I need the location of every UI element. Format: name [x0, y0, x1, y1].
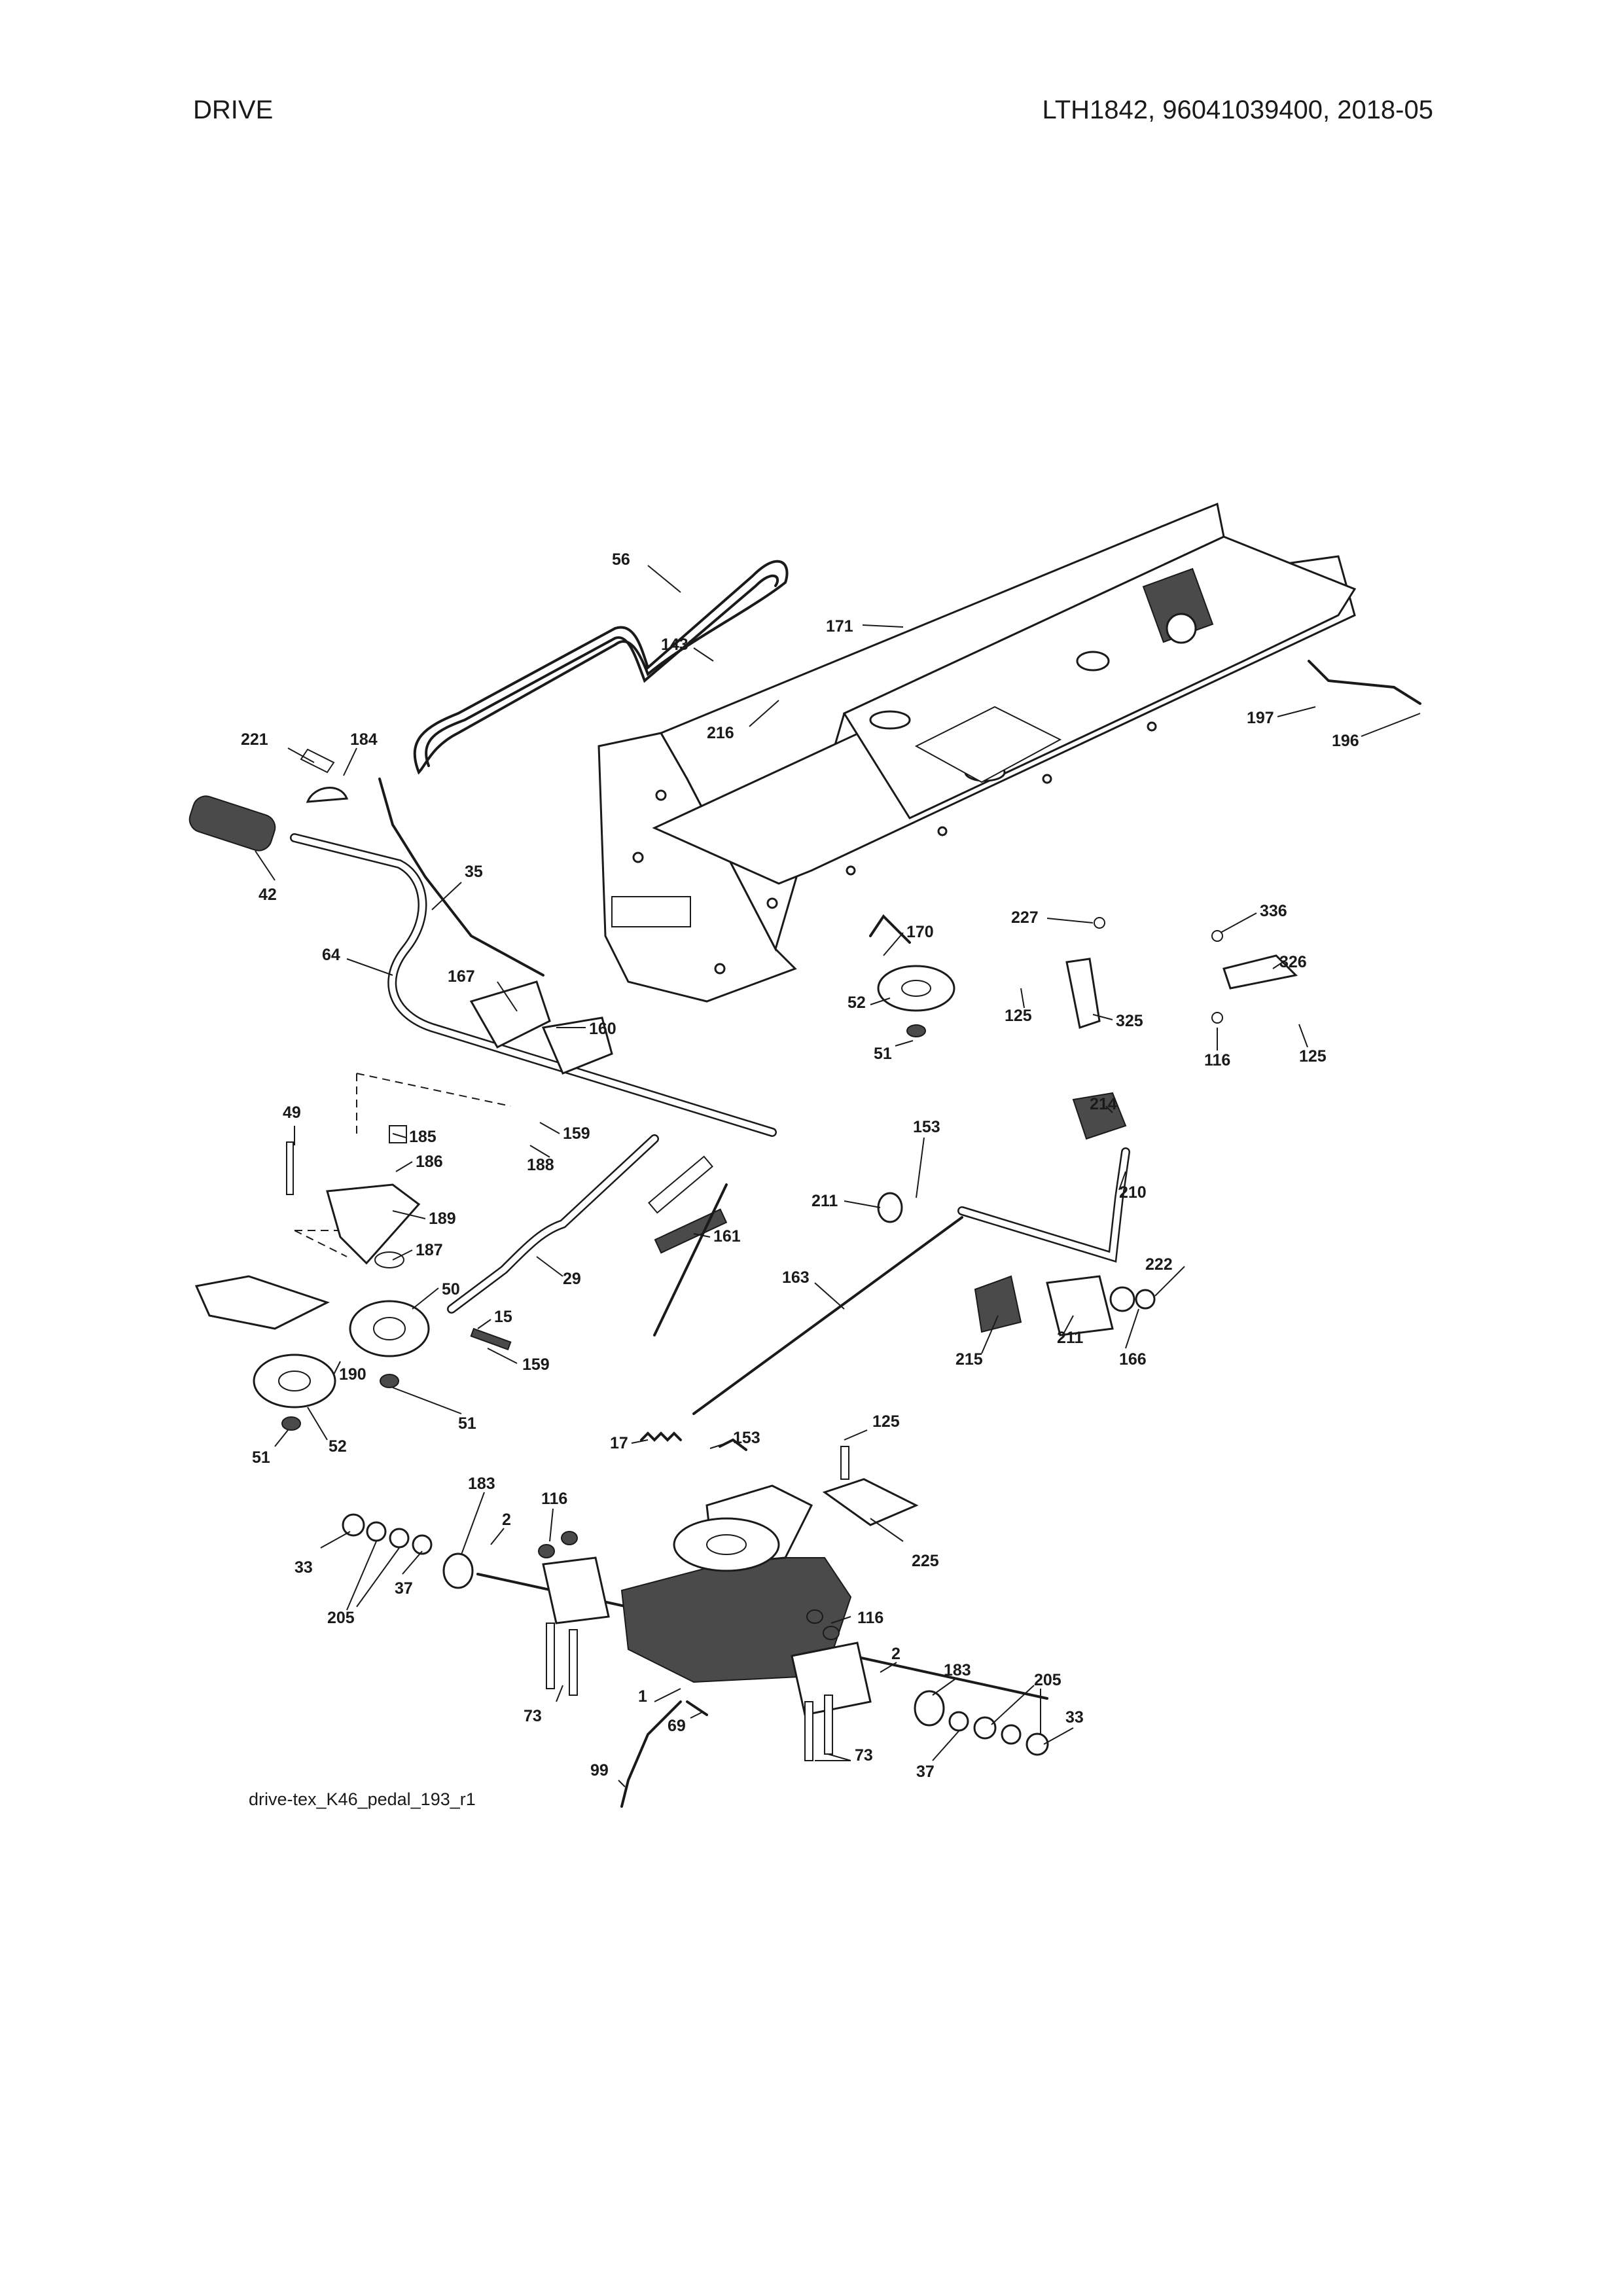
callout-116-left: 116 [541, 1490, 567, 1508]
callout-51-lower: 51 [252, 1448, 270, 1467]
callout-190: 190 [339, 1365, 366, 1384]
callout-17: 17 [610, 1434, 628, 1452]
idler-bracket-assembly [194, 1073, 728, 1431]
callout-222: 222 [1145, 1255, 1173, 1274]
callout-labels: 56 171 143 216 197 196 221 184 42 35 64 … [241, 550, 1359, 1781]
callout-116-upper: 116 [1204, 1051, 1230, 1069]
shift-rod-assembly [188, 748, 777, 1137]
right-idler-assembly [869, 914, 1298, 1037]
callout-221: 221 [241, 730, 268, 749]
callout-196: 196 [1332, 732, 1359, 750]
callout-51-upper: 51 [874, 1045, 892, 1063]
callout-166: 166 [1119, 1350, 1147, 1369]
callout-211-upper: 211 [812, 1192, 838, 1210]
callout-159-lower: 159 [522, 1355, 550, 1374]
callout-125-lower: 125 [872, 1412, 900, 1431]
callout-171: 171 [826, 617, 853, 636]
callout-215: 215 [955, 1350, 983, 1369]
callout-183-right: 183 [944, 1661, 971, 1679]
callout-42: 42 [259, 886, 277, 904]
callout-15: 15 [494, 1308, 512, 1326]
callout-37-right: 37 [916, 1763, 935, 1781]
callout-99: 99 [590, 1761, 609, 1780]
callout-49: 49 [283, 1103, 301, 1122]
transaxle [342, 1446, 1049, 1808]
diagram-caption: drive-tex_K46_pedal_193_r1 [249, 1789, 476, 1809]
callout-2-right: 2 [891, 1645, 901, 1663]
callout-326: 326 [1279, 953, 1307, 971]
callout-227: 227 [1011, 908, 1039, 927]
callout-52-upper: 52 [847, 994, 866, 1012]
callout-37-left: 37 [395, 1579, 413, 1598]
model-info: LTH1842, 96041039400, 2018-05 [1042, 96, 1433, 124]
callout-159-upper: 159 [563, 1124, 590, 1143]
callout-33-left: 33 [294, 1558, 313, 1577]
callout-186: 186 [416, 1153, 443, 1171]
pedal-assembly [648, 1092, 1156, 1415]
callout-214: 214 [1090, 1095, 1117, 1113]
callout-64: 64 [322, 946, 340, 964]
callout-185: 185 [409, 1128, 437, 1146]
callout-1: 1 [638, 1687, 647, 1706]
callout-33-right: 33 [1065, 1708, 1084, 1727]
callout-170: 170 [906, 923, 934, 941]
callout-143: 143 [661, 636, 688, 654]
callout-56: 56 [612, 550, 630, 569]
callout-325: 325 [1116, 1012, 1143, 1030]
leader-lines [255, 565, 1421, 1787]
callout-188: 188 [527, 1156, 554, 1174]
section-title: DRIVE [193, 96, 274, 124]
callout-69: 69 [668, 1717, 686, 1735]
callout-184: 184 [350, 730, 378, 749]
callout-167: 167 [448, 967, 475, 986]
callout-216: 216 [707, 724, 734, 742]
callout-50: 50 [442, 1280, 460, 1299]
callout-205-right: 205 [1034, 1671, 1061, 1689]
callout-125-upper: 125 [1005, 1007, 1032, 1025]
callout-51-middle: 51 [458, 1414, 476, 1433]
callout-35: 35 [465, 863, 483, 881]
callout-211-lower: 211 [1057, 1329, 1083, 1347]
drive-belt [413, 560, 789, 775]
frame-chassis [597, 502, 1421, 1003]
callout-187: 187 [416, 1241, 443, 1259]
callout-163: 163 [782, 1268, 810, 1287]
callout-210: 210 [1119, 1183, 1147, 1202]
callout-161: 161 [713, 1227, 741, 1246]
callout-73-left: 73 [524, 1707, 542, 1725]
callout-197: 197 [1247, 709, 1274, 727]
callout-2-left: 2 [502, 1511, 511, 1529]
callout-189: 189 [429, 1210, 456, 1228]
callout-116-right: 116 [857, 1609, 883, 1627]
callout-73-right: 73 [855, 1746, 873, 1765]
callout-205-left: 205 [327, 1609, 355, 1627]
callout-336: 336 [1260, 902, 1287, 920]
callout-125-right: 125 [1299, 1047, 1327, 1066]
callout-52-lower: 52 [329, 1437, 347, 1456]
callout-153-lower: 153 [733, 1429, 760, 1447]
callout-29: 29 [563, 1270, 581, 1288]
callout-225: 225 [912, 1552, 939, 1570]
callout-160: 160 [589, 1020, 616, 1038]
callout-153-upper: 153 [913, 1118, 940, 1136]
callout-183-left: 183 [468, 1475, 495, 1493]
